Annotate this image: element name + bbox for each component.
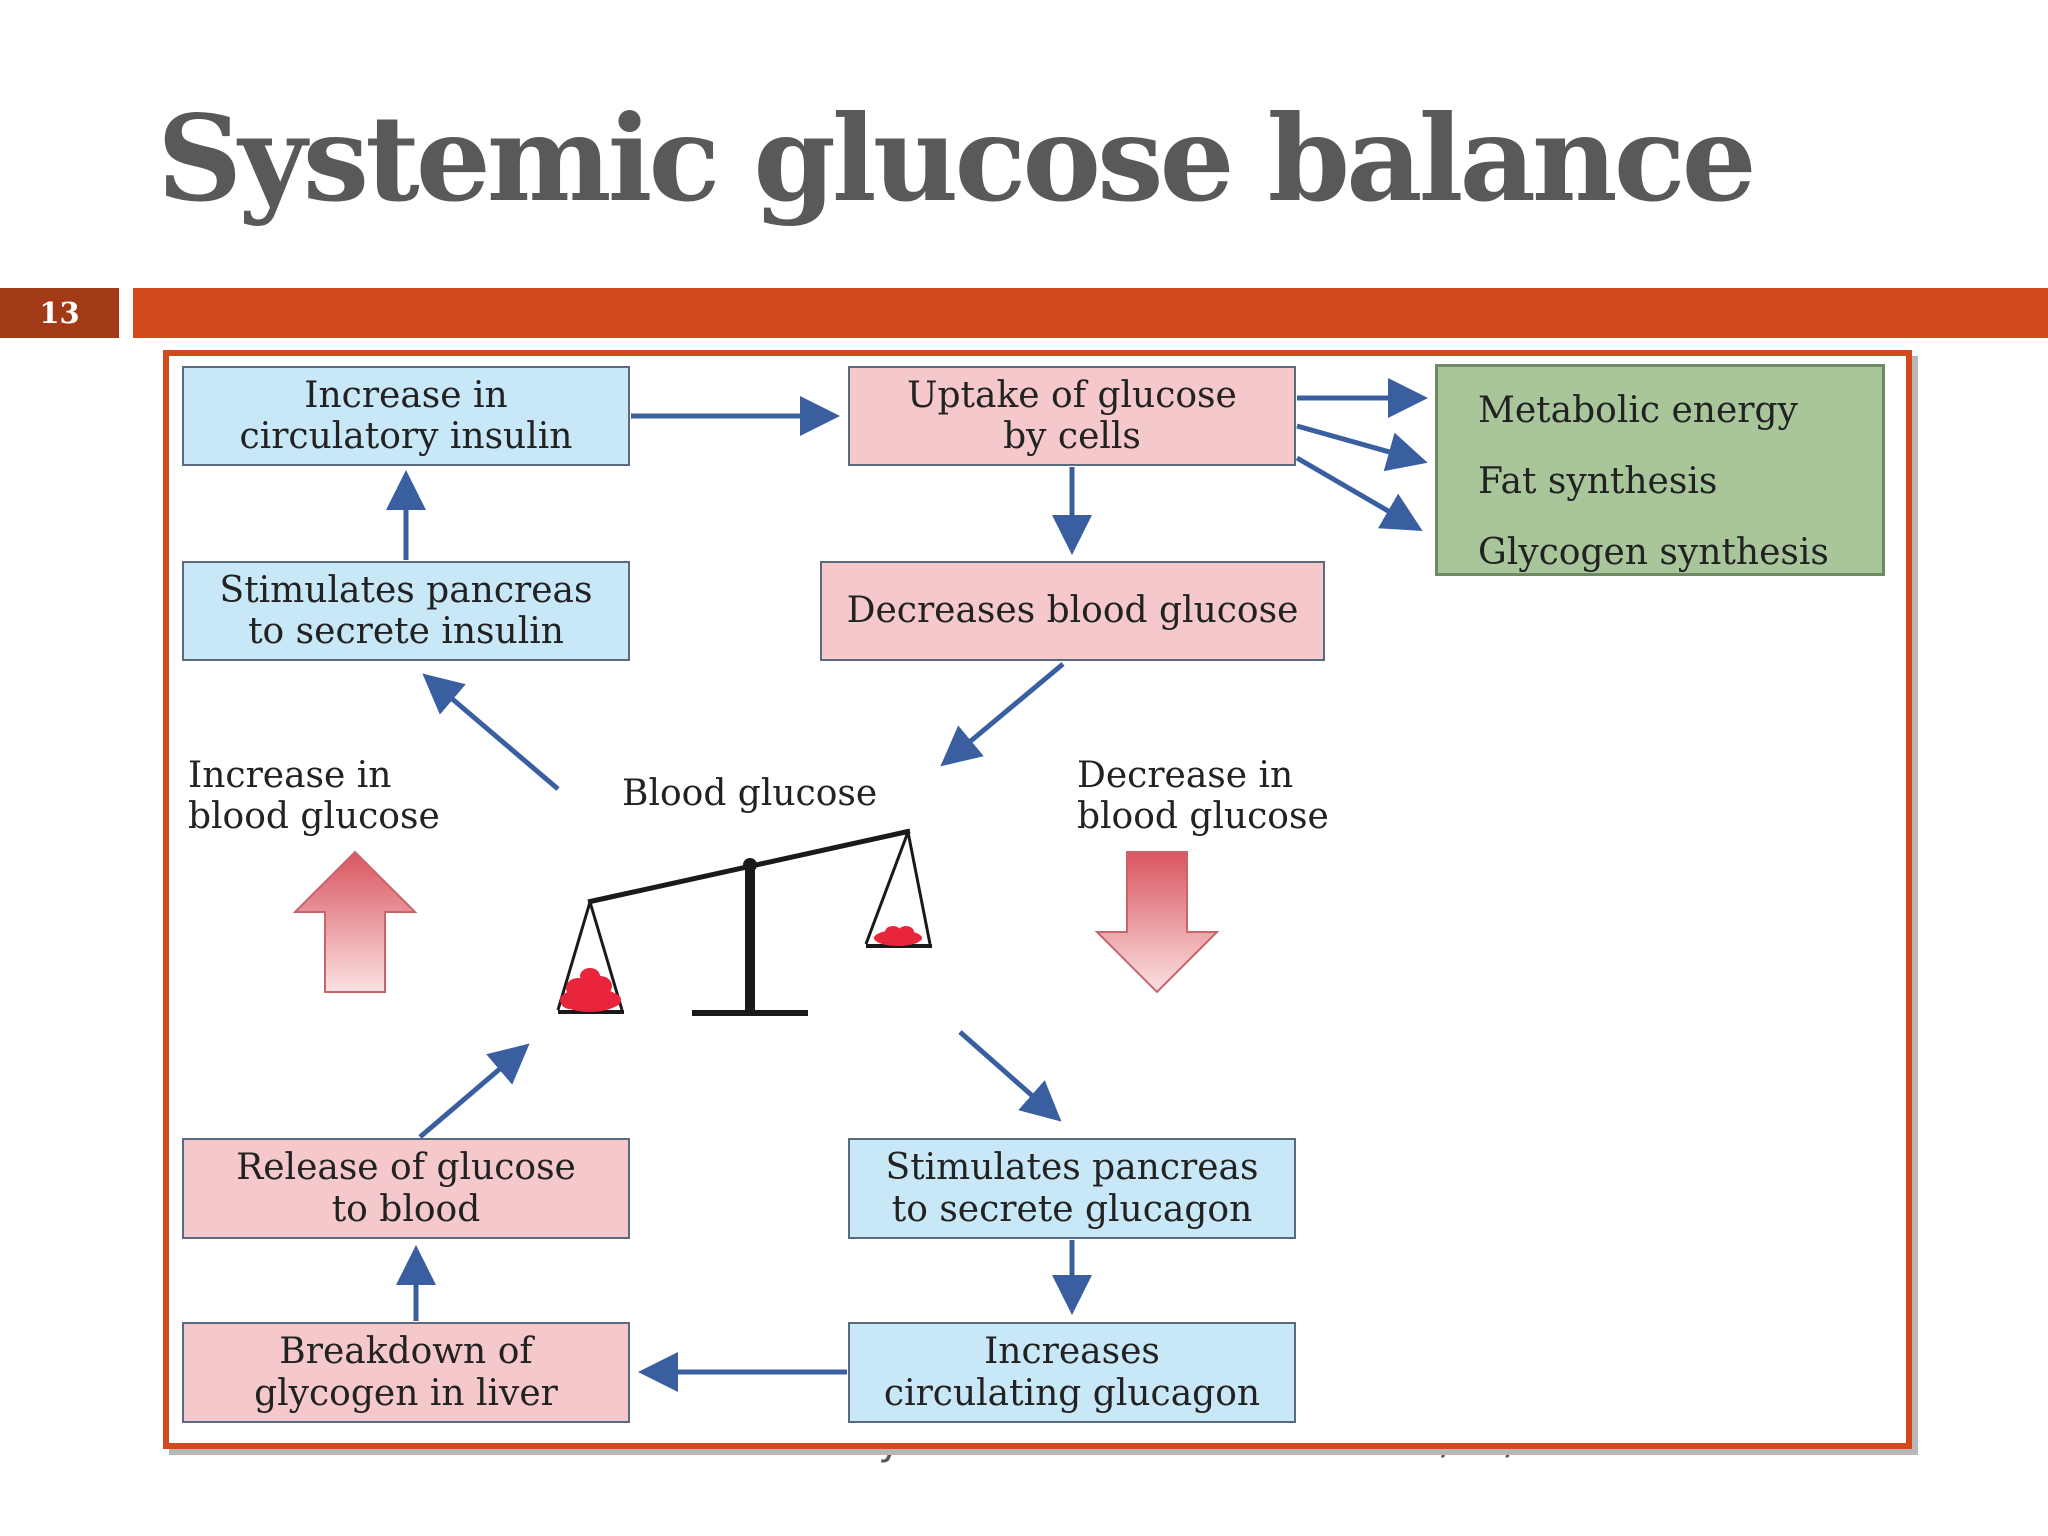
balance-scale-icon (556, 828, 932, 1016)
node-breakdown-glycogen: Breakdown of glycogen in liver (182, 1322, 630, 1423)
outcome-fat-synthesis: Fat synthesis (1478, 461, 1718, 502)
label-increase-glucose: Increase in blood glucose (188, 755, 440, 838)
outcomes-box: Metabolic energy Fat synthesis Glycogen … (1435, 364, 1885, 576)
arrow-release-to-blood (418, 1043, 530, 1139)
label-blood-glucose: Blood glucose (622, 773, 878, 814)
arrow-decreases-to-blood (940, 662, 1065, 767)
up-block-arrow-icon (292, 850, 418, 993)
title-rule (133, 288, 2048, 338)
node-stimulates-insulin: Stimulates pancreas to secrete insulin (182, 561, 630, 661)
arrow-blood-to-stimulates-glucagon (958, 1030, 1062, 1122)
node-stimulates-glucagon: Stimulates pancreas to secrete glucagon (848, 1138, 1296, 1239)
node-increase-insulin: Increase in circulatory insulin (182, 366, 630, 466)
down-block-arrow-icon (1094, 851, 1220, 994)
arrow-blood-to-stimulates-insulin (422, 673, 560, 791)
arrow-uptake-to-fat (1296, 423, 1428, 472)
outcome-glycogen-synthesis: Glycogen synthesis (1478, 532, 1829, 573)
label-decrease-glucose: Decrease in blood glucose (1077, 755, 1329, 838)
node-decreases-glucose: Decreases blood glucose (820, 561, 1325, 661)
slide-number: 13 (0, 288, 119, 338)
outcome-metabolic-energy: Metabolic energy (1478, 390, 1798, 431)
slide-title: Systemic glucose balance (157, 89, 1757, 228)
node-uptake-glucose: Uptake of glucose by cells (848, 366, 1296, 466)
node-release-glucose: Release of glucose to blood (182, 1138, 630, 1239)
arrow-uptake-to-glycogen (1295, 455, 1423, 532)
node-increases-glucagon: Increases circulating glucagon (848, 1322, 1296, 1423)
